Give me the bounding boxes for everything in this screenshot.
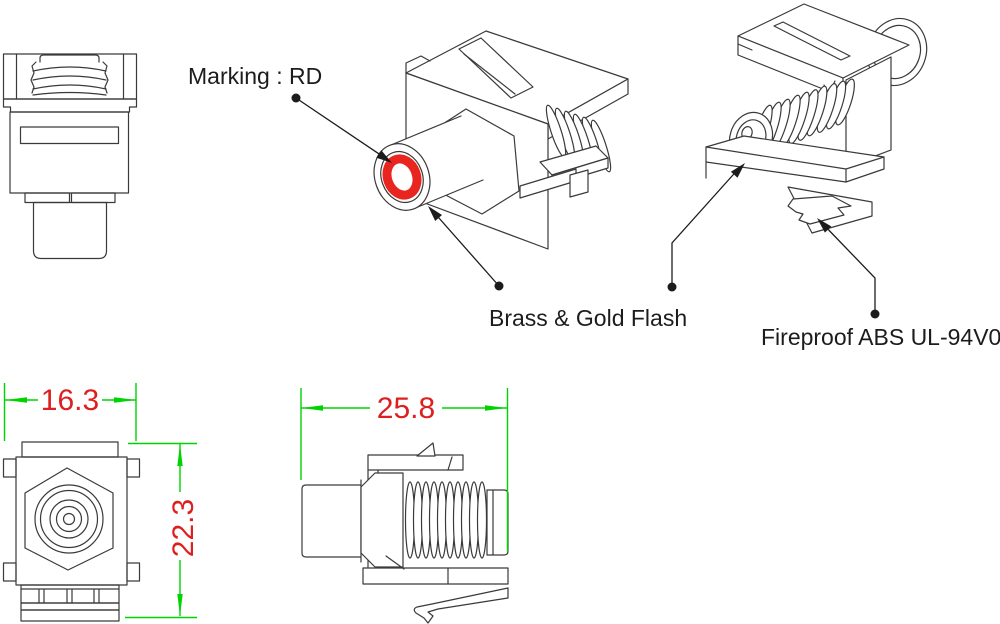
leader-fireproof	[817, 218, 880, 319]
side-threads	[404, 481, 488, 559]
leader-brass-left	[428, 206, 504, 291]
dim-text-side-depth: 25.8	[376, 392, 436, 425]
dimension-22-3	[125, 442, 197, 619]
red-marking-ring	[382, 154, 422, 200]
label-marking: Marking : RD	[188, 63, 323, 89]
dimension-25-8	[300, 388, 509, 552]
label-brass: Brass & Gold Flash	[489, 305, 688, 331]
flexible-clip	[787, 195, 852, 225]
dimension-16-3	[3, 383, 137, 441]
isometric-view-rear	[705, 3, 928, 234]
dim-text-front-height: 22.3	[167, 498, 200, 558]
flexible-clip-side	[413, 587, 509, 624]
side-view	[301, 442, 509, 624]
front-view	[2, 441, 141, 622]
top-view-2d	[2, 53, 138, 260]
hex-nut	[24, 467, 114, 571]
leader-marking	[291, 93, 392, 163]
dim-text-front-width: 16.3	[40, 384, 100, 417]
thread-coils	[545, 104, 612, 173]
isometric-view-front	[373, 30, 629, 250]
keystone-tab	[458, 37, 534, 99]
label-fireproof: Fireproof ABS UL-94V0	[761, 324, 1000, 350]
leader-brass-right	[667, 163, 745, 292]
